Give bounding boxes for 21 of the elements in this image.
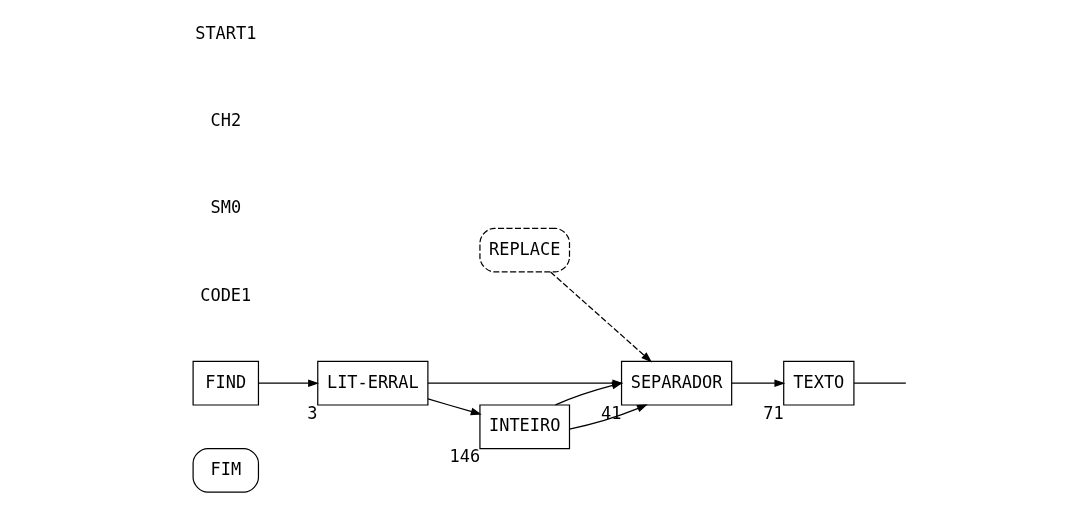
node-box: TEXTO [782, 360, 854, 406]
node-box: REPLACE [478, 227, 570, 273]
connector [852, 382, 906, 384]
label: CODE1 [199, 284, 251, 305]
label: SM0 [209, 197, 241, 218]
arrow [426, 398, 482, 416]
node-box: SEPARADOR [620, 360, 732, 406]
node-label: 71 [762, 402, 784, 423]
node-box: FIM [192, 447, 259, 493]
node-label: 3 [306, 402, 317, 423]
node-label: 146 [449, 446, 480, 467]
node-box: INTEIRO [478, 404, 570, 450]
arrow [568, 404, 648, 430]
arrow [257, 379, 319, 388]
arrow [549, 271, 652, 363]
node-box: LIT-ERRAL [316, 360, 428, 406]
arrow [730, 379, 785, 388]
node-box: FIND [192, 360, 259, 406]
label: START1 [194, 23, 256, 44]
node-label: 41 [600, 402, 621, 423]
label: CH2 [209, 110, 241, 131]
